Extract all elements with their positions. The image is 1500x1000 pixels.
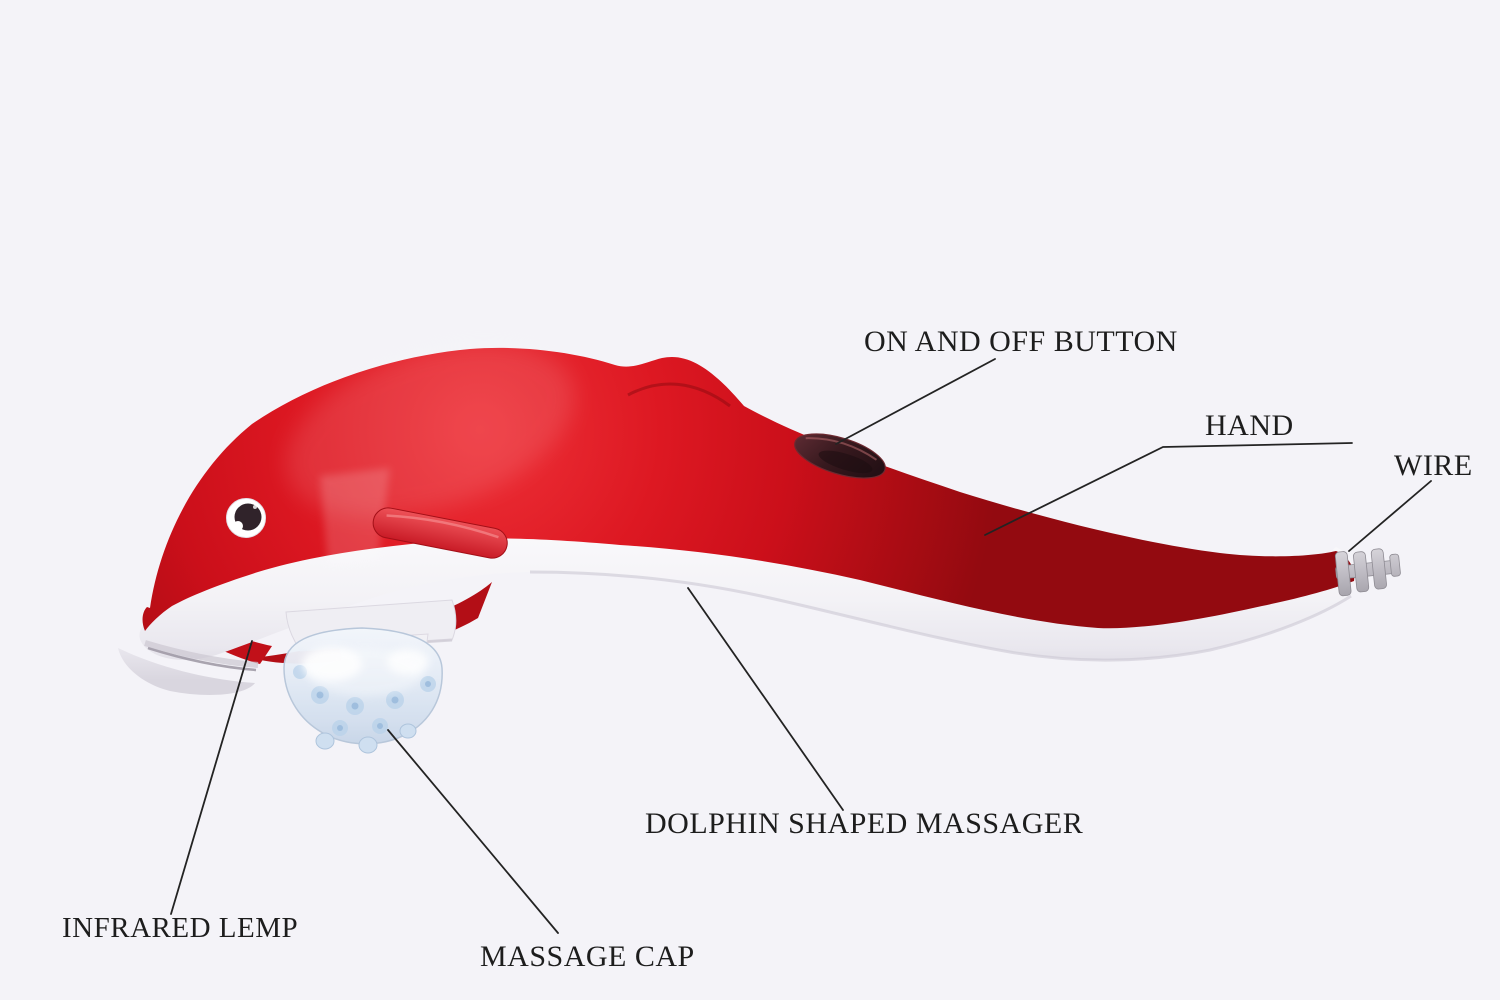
dolphin-lower-lip: [118, 648, 255, 695]
label-infrared-lamp: INFRARED LEMP: [62, 912, 299, 944]
mouth-groove: [147, 646, 257, 672]
dorsal-fin-crease: [627, 382, 731, 408]
cap-nipple: [399, 723, 417, 739]
leader-line-wire: [1348, 480, 1432, 552]
label-dolphin-shaped-massager: DOLPHIN SHAPED MASSAGER: [645, 807, 1084, 840]
leader-line-on-off-button: [835, 358, 996, 445]
leader-line-massage-cap: [387, 729, 559, 934]
label-on-off-button: ON AND OFF BUTTON: [864, 325, 1178, 358]
wire-connector: [1334, 548, 1401, 597]
mouth-groove-shadow: [144, 640, 259, 668]
leader-line-hand: [984, 442, 1353, 536]
on-off-button: [794, 433, 886, 479]
cap-nipple: [358, 736, 378, 754]
massage-cap-dome: [283, 627, 443, 754]
dolphin-belly: [139, 529, 1356, 661]
label-massage-cap: MASSAGE CAP: [480, 940, 695, 973]
leader-line-infrared-lamp: [170, 640, 253, 915]
belly-shadow: [529, 570, 1352, 662]
leader-line-dolphin-shaped-massager: [687, 587, 844, 811]
back-clip: [372, 507, 508, 559]
cap-nipple: [315, 732, 335, 750]
dolphin-eye: [226, 498, 266, 538]
label-wire: WIRE: [1394, 449, 1473, 482]
label-hand: HAND: [1205, 409, 1294, 442]
sticker-glare: [320, 468, 390, 566]
